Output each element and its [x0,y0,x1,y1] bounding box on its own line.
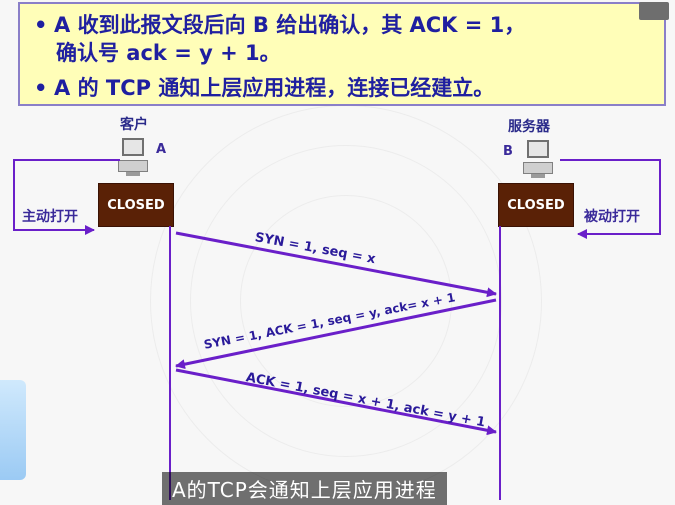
video-subtitle: A的TCP会通知上层应用进程 [162,472,447,505]
syn-ack-arrow [175,298,497,370]
client-title: 客户 [120,117,148,133]
server-state-box: CLOSED [498,183,574,227]
client-computer-icon [118,138,148,178]
server-action-label: 被动打开 [584,209,640,225]
server-open-loop [560,159,661,239]
syn-arrow [175,231,497,298]
bullet-2: •A 的 TCP 通知上层应用进程，连接已经建立。 [34,75,494,101]
bullet-1: •A 收到此报文段后向 B 给出确认，其 ACK = 1， [34,12,525,38]
bullet-1-text: A 收到此报文段后向 B 给出确认，其 ACK = 1， [54,13,526,37]
server-id: B [503,144,513,159]
bullet-1-continued: 确认号 ack = y + 1。 [56,41,281,65]
corner-icon [639,2,669,20]
background-watermark [240,195,452,407]
side-decoration [0,380,26,480]
server-title: 服务器 [508,119,550,135]
server-computer-icon [523,140,553,180]
bullet-symbol: • [34,13,48,37]
bullet-2-text: A 的 TCP 通知上层应用进程，连接已经建立。 [54,76,495,100]
client-action-label: 主动打开 [22,209,78,225]
explanation-box: •A 收到此报文段后向 B 给出确认，其 ACK = 1， 确认号 ack = … [18,2,666,106]
client-open-loop [13,159,120,235]
bullet-symbol: • [34,76,48,100]
ack-arrow [175,368,497,436]
client-state-box: CLOSED [98,183,174,227]
client-id: A [156,142,167,157]
background-watermark [190,145,502,457]
